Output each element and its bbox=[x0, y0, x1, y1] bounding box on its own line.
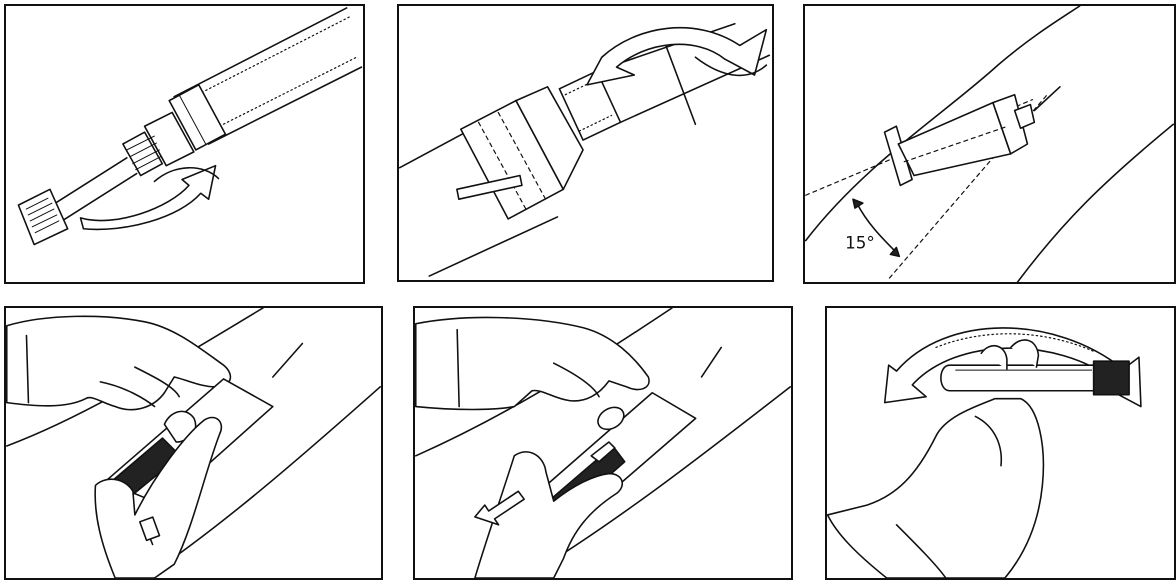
twist-arrow-icon bbox=[81, 166, 219, 230]
panel-4-hold-syringe bbox=[4, 306, 383, 580]
upper-hand bbox=[7, 316, 231, 409]
sheath-label bbox=[18, 189, 67, 244]
panel-1-remove-sheath bbox=[4, 4, 365, 284]
panel-3-insert-needle: 15° bbox=[803, 4, 1176, 284]
panel-5-draw-plunger bbox=[413, 306, 793, 580]
angle-label: 15° bbox=[845, 232, 875, 252]
blood-tube bbox=[941, 361, 1129, 395]
panel-2-remove-cap bbox=[397, 4, 774, 282]
panel-6-invert-tube bbox=[825, 306, 1176, 580]
